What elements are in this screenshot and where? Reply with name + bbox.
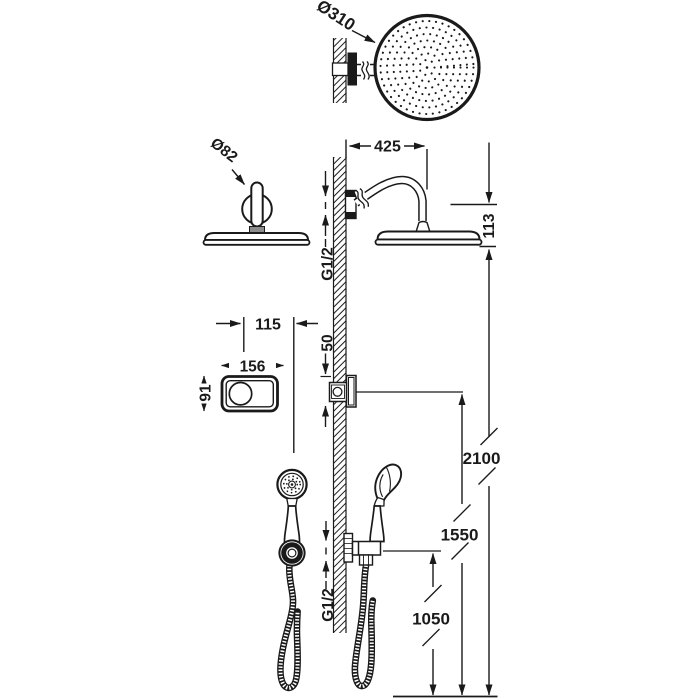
dim-height-overhead: 2100 [463,245,501,696]
handshower-hose-front [277,562,301,692]
leader-arrow-d310 [351,29,376,44]
control-unit-front-view [220,375,279,413]
wall-flange-top-view [347,52,357,86]
dim-valve-port-span: 50 [320,334,337,427]
dim-label-control-width: 156 [240,359,266,376]
leader-arrow-d82 [231,169,246,185]
dim-label-height-handset: 1050 [412,610,450,629]
head-cone-connector [415,220,431,233]
dim-label-thread-handset: G1/2 [320,588,337,622]
valve-cover-plate [345,374,357,408]
dim-thread-handset: G1/2 [320,521,337,622]
pipe-break-symbol-side [354,188,370,209]
dim-flange-diameter: Ø82 [207,135,246,185]
handshower-handle-front [283,505,301,543]
supply-pipe-top-view [331,62,349,77]
overhead-shower-top-view [331,13,481,122]
dim-control-width: 156 [221,359,284,376]
rain-head-side-view [376,230,481,241]
dim-thread-arm: G1/2 [320,171,337,281]
handshower-head-side [374,463,403,502]
dim-label-height-valve: 1550 [441,526,479,545]
handshower-hose-side [351,562,377,690]
dim-label-valve-port-span: 50 [320,334,337,351]
dim-label-control-height: 91 [198,384,215,402]
overhead-shower-side-view [344,175,483,246]
control-valve-side-view [328,374,463,408]
dim-label-thread-arm: G1/2 [320,247,337,281]
dim-head-drop: 113 [450,142,498,239]
dim-height-valve: 1550 [441,394,479,696]
dim-label-head-diameter: Ø310 [313,0,358,35]
control-knob [228,381,253,406]
handshower-front-view [276,468,308,692]
dim-label-flange-diameter: Ø82 [207,135,241,166]
dim-label-control-offset: 115 [255,317,281,334]
dim-control-offset: 115 [216,317,318,453]
dim-label-arm-reach: 425 [374,139,401,156]
handshower-nozzle-dots [282,475,302,494]
dim-arm-reach: 425 [345,139,428,190]
handshower-collar-front [286,497,298,507]
dim-label-head-drop: 113 [481,213,498,238]
spray-nozzle-dots [379,19,475,116]
pipe-break-symbol-top [361,61,370,80]
dim-label-height-overhead: 2100 [463,449,501,468]
dim-height-handset: 1050 [412,553,450,696]
handshower-holder-side [343,532,382,566]
arm-front-view [250,181,264,228]
dim-head-diameter: Ø310 [313,0,376,44]
handshower-handle-side [369,505,385,543]
dim-control-height: 91 [198,375,215,412]
handshower-side-view [343,463,441,690]
overhead-shower-front-view [202,181,311,246]
rain-head-front-view [203,232,310,241]
handshower-bracket-front [278,539,306,567]
